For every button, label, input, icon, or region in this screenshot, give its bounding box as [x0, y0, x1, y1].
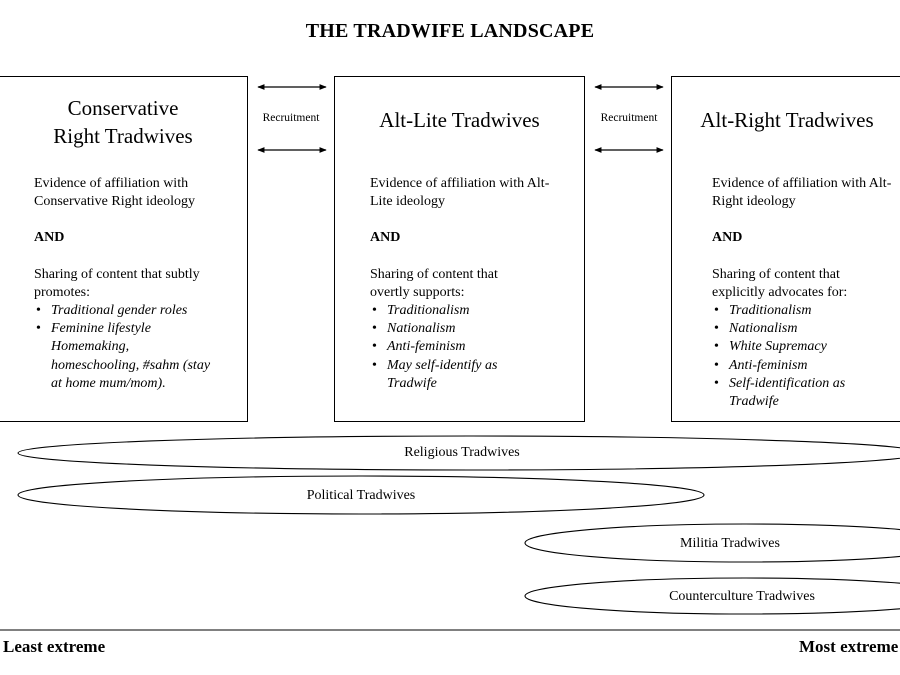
- list-item: Traditionalism: [712, 302, 897, 320]
- box-title-line2: Right Tradwives: [53, 124, 193, 148]
- box-alt-lite: Alt-Lite Tradwives Evidence of affiliati…: [334, 76, 585, 422]
- list-item: White Supremacy: [712, 338, 897, 356]
- item-list: Traditional gender roles Feminine lifest…: [34, 302, 229, 393]
- evidence-text: Evidence of affiliation with Alt-Lite id…: [370, 176, 550, 210]
- ellipse-label-militia: Militia Tradwives: [680, 536, 780, 551]
- ellipse-label-counterculture: Counterculture Tradwives: [669, 589, 815, 604]
- list-item: Nationalism: [712, 320, 897, 338]
- sharing-text: Sharing of content that overtly supports…: [370, 266, 498, 300]
- item-list: Traditionalism Nationalism Anti-feminism…: [370, 302, 555, 393]
- ellipse-militia: [524, 523, 900, 563]
- ellipse-religious: [17, 435, 900, 471]
- item-list: Traditionalism Nationalism White Suprema…: [712, 302, 897, 411]
- least-extreme-label: Least extreme: [3, 637, 106, 656]
- box-body: Evidence of affiliation with Conservativ…: [34, 175, 229, 393]
- box-body: Evidence of affiliation with Alt-Lite id…: [370, 175, 555, 393]
- box-conservative-right: Conservative Right Tradwives Evidence of…: [0, 76, 248, 422]
- ellipse-label-religious: Religious Tradwives: [404, 445, 520, 460]
- list-item: Anti-feminism: [712, 357, 897, 375]
- most-extreme-label: Most extreme: [799, 637, 899, 656]
- box-title: Alt-Right Tradwives: [662, 106, 900, 134]
- evidence-text: Evidence of affiliation with Alt-Right i…: [712, 176, 892, 210]
- evidence-text: Evidence of affiliation with Conservativ…: [34, 176, 195, 210]
- box-title-line1: Alt-Right Tradwives: [700, 108, 874, 132]
- list-item: Traditional gender roles: [34, 302, 229, 320]
- list-item: Traditionalism: [370, 302, 555, 320]
- ellipse-label-political: Political Tradwives: [306, 488, 416, 503]
- ellipse-counterculture: [524, 577, 900, 615]
- and-label: AND: [712, 230, 743, 246]
- box-title-line1: Conservative: [67, 96, 179, 120]
- list-item: Anti-feminism: [370, 338, 555, 356]
- list-item: May self-identify as Tradwife: [370, 357, 527, 393]
- box-title: Conservative Right Tradwives: [0, 94, 247, 150]
- and-label: AND: [34, 230, 65, 246]
- sharing-text: Sharing of content that subtly promotes:: [34, 266, 200, 300]
- and-label: AND: [370, 230, 401, 246]
- box-title-line1: Alt-Lite Tradwives: [379, 108, 540, 132]
- list-item: Self-identification as Tradwife: [712, 375, 869, 411]
- list-item: Nationalism: [370, 320, 555, 338]
- recruitment-label-left: Recruitment: [262, 112, 320, 124]
- ellipse-political: [17, 475, 705, 515]
- recruitment-label-right: Recruitment: [600, 112, 658, 124]
- sharing-text: Sharing of content that explicitly advoc…: [712, 266, 848, 300]
- box-title: Alt-Lite Tradwives: [335, 106, 584, 134]
- box-body: Evidence of affiliation with Alt-Right i…: [712, 175, 897, 411]
- list-item: Feminine lifestyle Homemaking, homeschoo…: [34, 320, 211, 393]
- box-alt-right: Alt-Right Tradwives Evidence of affiliat…: [671, 76, 900, 422]
- diagram-title: THE TRADWIFE LANDSCAPE: [305, 20, 595, 42]
